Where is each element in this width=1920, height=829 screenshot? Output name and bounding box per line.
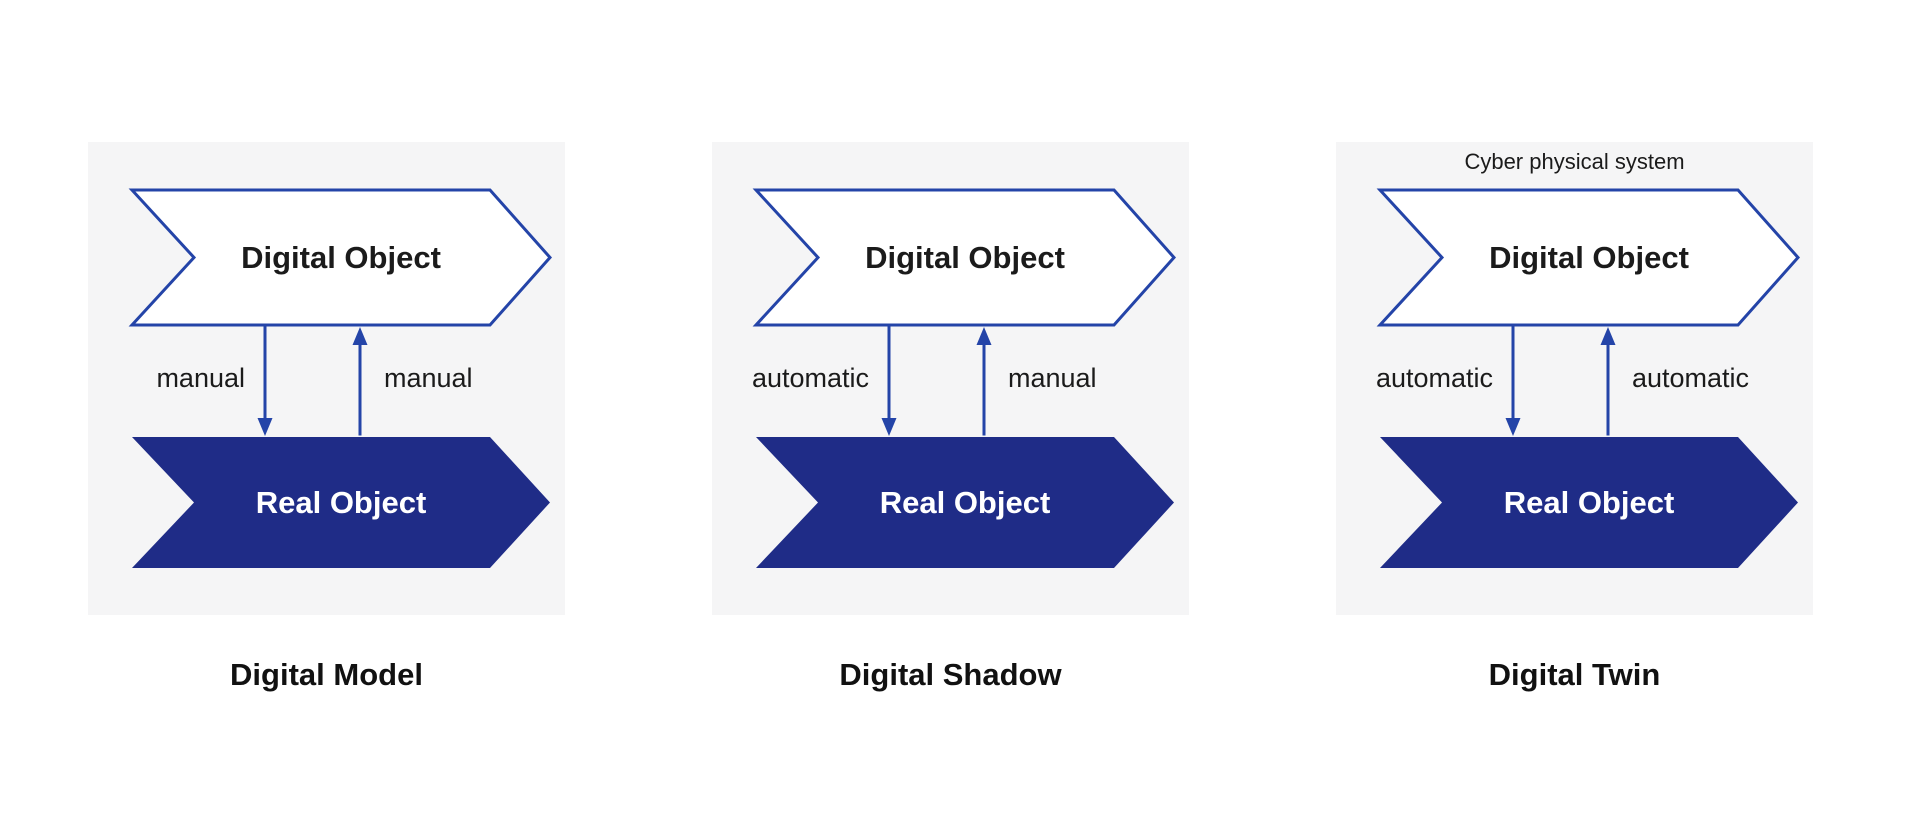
up-arrow-icon	[976, 327, 992, 345]
panel-digital-model: Digital Object Real Object manual manual…	[88, 142, 565, 693]
right-flow-label: manual	[1008, 363, 1097, 393]
cyber-physical-system-label: Cyber physical system	[1464, 149, 1685, 174]
down-arrow-icon	[1505, 418, 1521, 436]
right-flow-label: automatic	[1632, 363, 1749, 393]
panel-digital-twin-graphic: Digital Object Real Object automatic aut…	[1376, 188, 1801, 568]
panel-digital-model-graphic: Digital Object Real Object manual manual	[128, 188, 553, 568]
real-object-arrow-shape	[132, 437, 550, 568]
down-arrow-icon	[881, 418, 897, 436]
down-arrow-icon	[257, 418, 273, 436]
digital-object-label: Digital Object	[241, 240, 441, 275]
digital-object-arrow-shape	[128, 188, 553, 327]
up-arrow-icon	[1600, 327, 1616, 345]
digital-twin-comparison-diagram: Digital Object Real Object manual manual…	[88, 142, 1813, 693]
left-flow-label: automatic	[1376, 363, 1493, 393]
real-object-arrow-shape	[756, 437, 1174, 568]
real-object-label: Real Object	[1504, 485, 1675, 520]
real-object-arrow-shape	[1380, 437, 1798, 568]
panel-digital-shadow: Digital Object Real Object automatic man…	[712, 142, 1189, 693]
digital-object-arrow-shape	[1376, 188, 1801, 327]
up-arrow-icon	[352, 327, 368, 345]
left-flow-label: automatic	[752, 363, 869, 393]
panel-digital-model-box: Digital Object Real Object manual manual	[88, 142, 565, 615]
panel-digital-shadow-box: Digital Object Real Object automatic man…	[712, 142, 1189, 615]
real-object-label: Real Object	[256, 485, 427, 520]
digital-object-arrow-shape	[752, 188, 1177, 327]
panel-title: Digital Model	[230, 657, 423, 692]
real-object-label: Real Object	[880, 485, 1051, 520]
panel-title: Digital Shadow	[839, 657, 1062, 692]
panel-digital-twin: Cyber physical system Digital Object Rea…	[1336, 142, 1813, 693]
left-flow-label: manual	[156, 363, 245, 393]
panel-title: Digital Twin	[1488, 657, 1661, 692]
digital-object-label: Digital Object	[865, 240, 1065, 275]
digital-object-label: Digital Object	[1489, 240, 1689, 275]
right-flow-label: manual	[384, 363, 473, 393]
panel-digital-twin-box: Cyber physical system Digital Object Rea…	[1336, 142, 1813, 615]
panel-digital-shadow-graphic: Digital Object Real Object automatic man…	[752, 188, 1177, 568]
